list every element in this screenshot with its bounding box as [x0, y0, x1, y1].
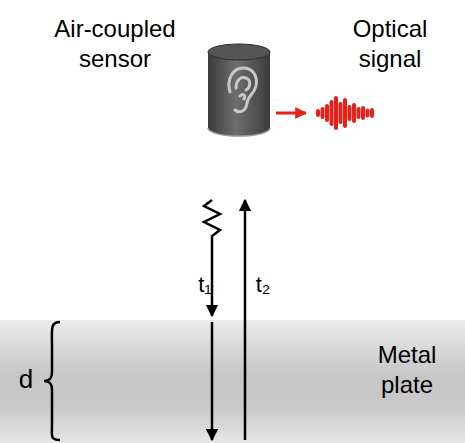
node-label: Metal plate: [362, 340, 452, 400]
ear-icon: [229, 68, 256, 112]
time-label: t₁: [192, 272, 218, 298]
thickness-brace: [44, 322, 60, 440]
time-label: t₂: [250, 272, 276, 298]
transmitted-arrow: [211, 322, 214, 440]
signal-label: Optical signal: [335, 14, 445, 74]
metal-plate: Metal plate: [0, 320, 465, 443]
return-arrow: [244, 200, 247, 440]
thickness-label: d: [14, 364, 38, 394]
sensor-cylinder: [208, 44, 270, 136]
signal-arrow: [276, 112, 306, 115]
sensor-label: Air-coupled sensor: [40, 14, 190, 74]
optical-waveform: [318, 98, 372, 128]
incident-arrow: [204, 200, 220, 316]
